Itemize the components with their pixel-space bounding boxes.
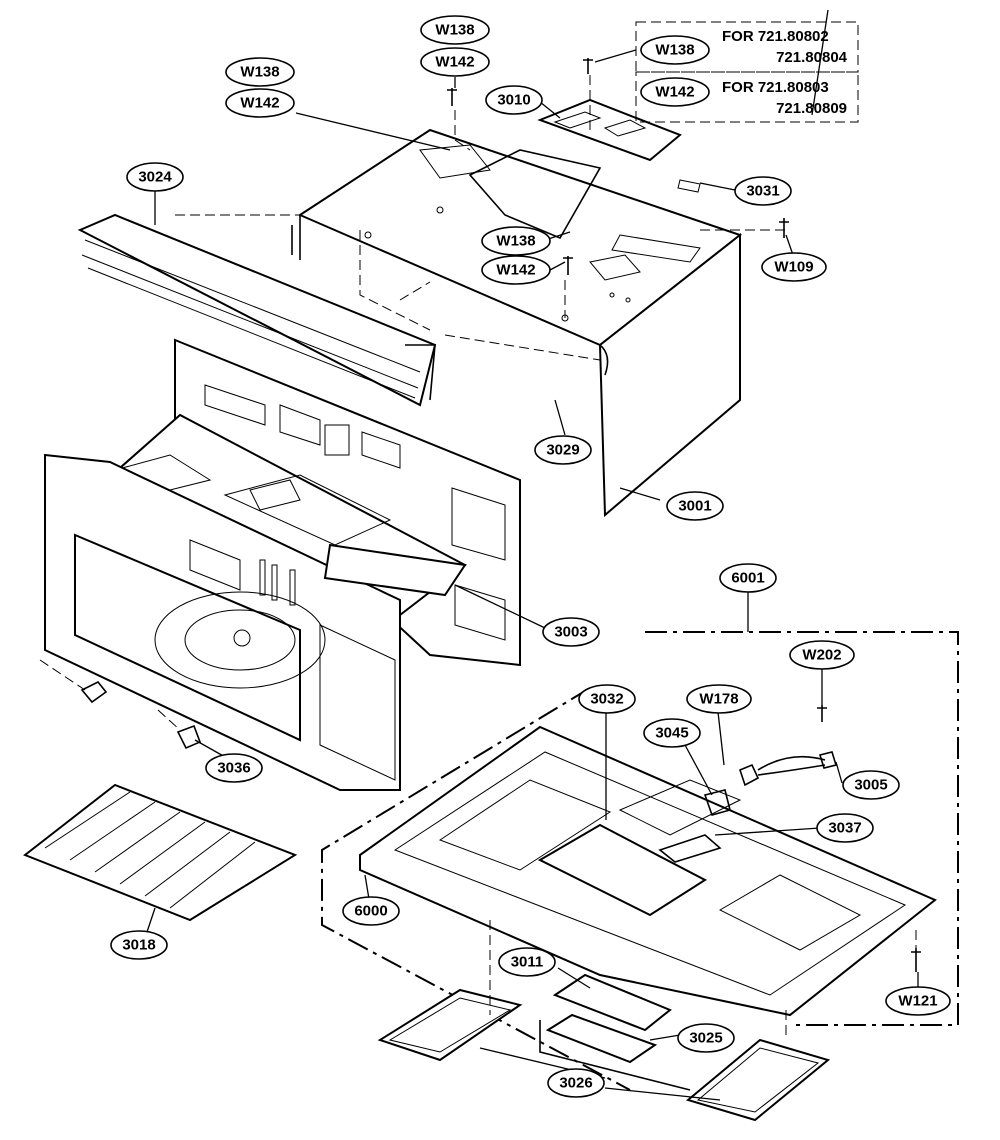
label-3045: 3045 (643, 718, 701, 748)
svg-text:W202: W202 (802, 647, 841, 664)
svg-text:W142: W142 (655, 84, 694, 101)
label-3032: 3032 (578, 684, 636, 714)
oven-rack (23, 783, 298, 922)
note1-line2: 721.80804 (776, 49, 848, 66)
model-note-boxes (635, 9, 859, 123)
note2-line2: 721.80809 (776, 100, 847, 117)
leader-lines (144, 49, 919, 1101)
label-w142-left: W142 (225, 88, 295, 118)
label-3025: 3025 (677, 1023, 735, 1053)
svg-text:3026: 3026 (559, 1075, 592, 1092)
svg-text:W142: W142 (435, 54, 474, 71)
svg-text:6001: 6001 (731, 570, 764, 587)
svg-text:3011: 3011 (511, 954, 544, 971)
label-w138-mid: W138 (481, 226, 551, 256)
label-3029: 3029 (534, 435, 592, 465)
svg-text:W138: W138 (240, 64, 279, 81)
svg-text:3010: 3010 (497, 92, 530, 109)
cavity-body (44, 413, 467, 791)
base-plate (321, 631, 959, 1091)
label-w138-top: W138 (420, 15, 490, 45)
note2-line1: FOR 721.80803 (722, 79, 829, 96)
svg-text:3024: 3024 (138, 169, 172, 186)
svg-text:3003: 3003 (554, 624, 587, 641)
svg-text:3045: 3045 (655, 725, 688, 742)
svg-text:W109: W109 (774, 259, 813, 276)
label-6000: 6000 (342, 896, 400, 926)
svg-text:W142: W142 (240, 95, 279, 112)
label-w109: W109 (761, 252, 827, 282)
wire-harness (658, 751, 838, 863)
label-w138-left: W138 (225, 57, 295, 87)
label-w142-mid: W142 (481, 255, 551, 285)
label-3011: 3011 (498, 947, 556, 977)
label-6001: 6001 (719, 563, 777, 593)
latch-parts (80, 680, 202, 750)
control-trim (77, 213, 437, 407)
svg-text:W178: W178 (699, 691, 738, 708)
svg-text:3029: 3029 (546, 442, 579, 459)
svg-text:3036: 3036 (217, 760, 250, 777)
label-3003: 3003 (542, 617, 600, 647)
label-3010: 3010 (485, 85, 543, 115)
svg-text:3018: 3018 (122, 937, 155, 954)
screws (447, 58, 921, 972)
filters-covers (377, 973, 831, 1122)
label-3005: 3005 (842, 770, 900, 800)
svg-text:W142: W142 (496, 262, 535, 279)
svg-text:W138: W138 (496, 233, 535, 250)
note1-line1: FOR 721.80802 (722, 28, 829, 45)
svg-text:3005: 3005 (854, 777, 887, 794)
label-w121: W121 (885, 986, 951, 1016)
model-note-box-2 (635, 71, 859, 123)
svg-text:W138: W138 (655, 42, 694, 59)
assembly-lines (39, 75, 917, 1040)
svg-text:3031: 3031 (746, 183, 779, 200)
label-w142-note: W142 (640, 77, 710, 107)
svg-text:3037: 3037 (828, 820, 861, 837)
label-3018: 3018 (110, 930, 168, 960)
svg-text:6000: 6000 (354, 903, 387, 920)
label-3001: 3001 (666, 491, 724, 521)
label-3036: 3036 (205, 753, 263, 783)
svg-text:W121: W121 (898, 993, 937, 1010)
svg-text:3032: 3032 (590, 691, 623, 708)
label-w202: W202 (789, 640, 855, 670)
label-w142-top: W142 (420, 47, 490, 77)
label-3031: 3031 (734, 176, 792, 206)
label-w138-note: W138 (640, 35, 710, 65)
label-w178: W178 (686, 684, 752, 714)
svg-text:3025: 3025 (689, 1030, 722, 1047)
svg-text:W138: W138 (435, 22, 474, 39)
svg-text:3001: 3001 (678, 498, 711, 515)
label-3037: 3037 (816, 813, 874, 843)
label-3024: 3024 (126, 162, 184, 192)
top-bracket (468, 98, 682, 240)
label-3026: 3026 (547, 1068, 605, 1098)
